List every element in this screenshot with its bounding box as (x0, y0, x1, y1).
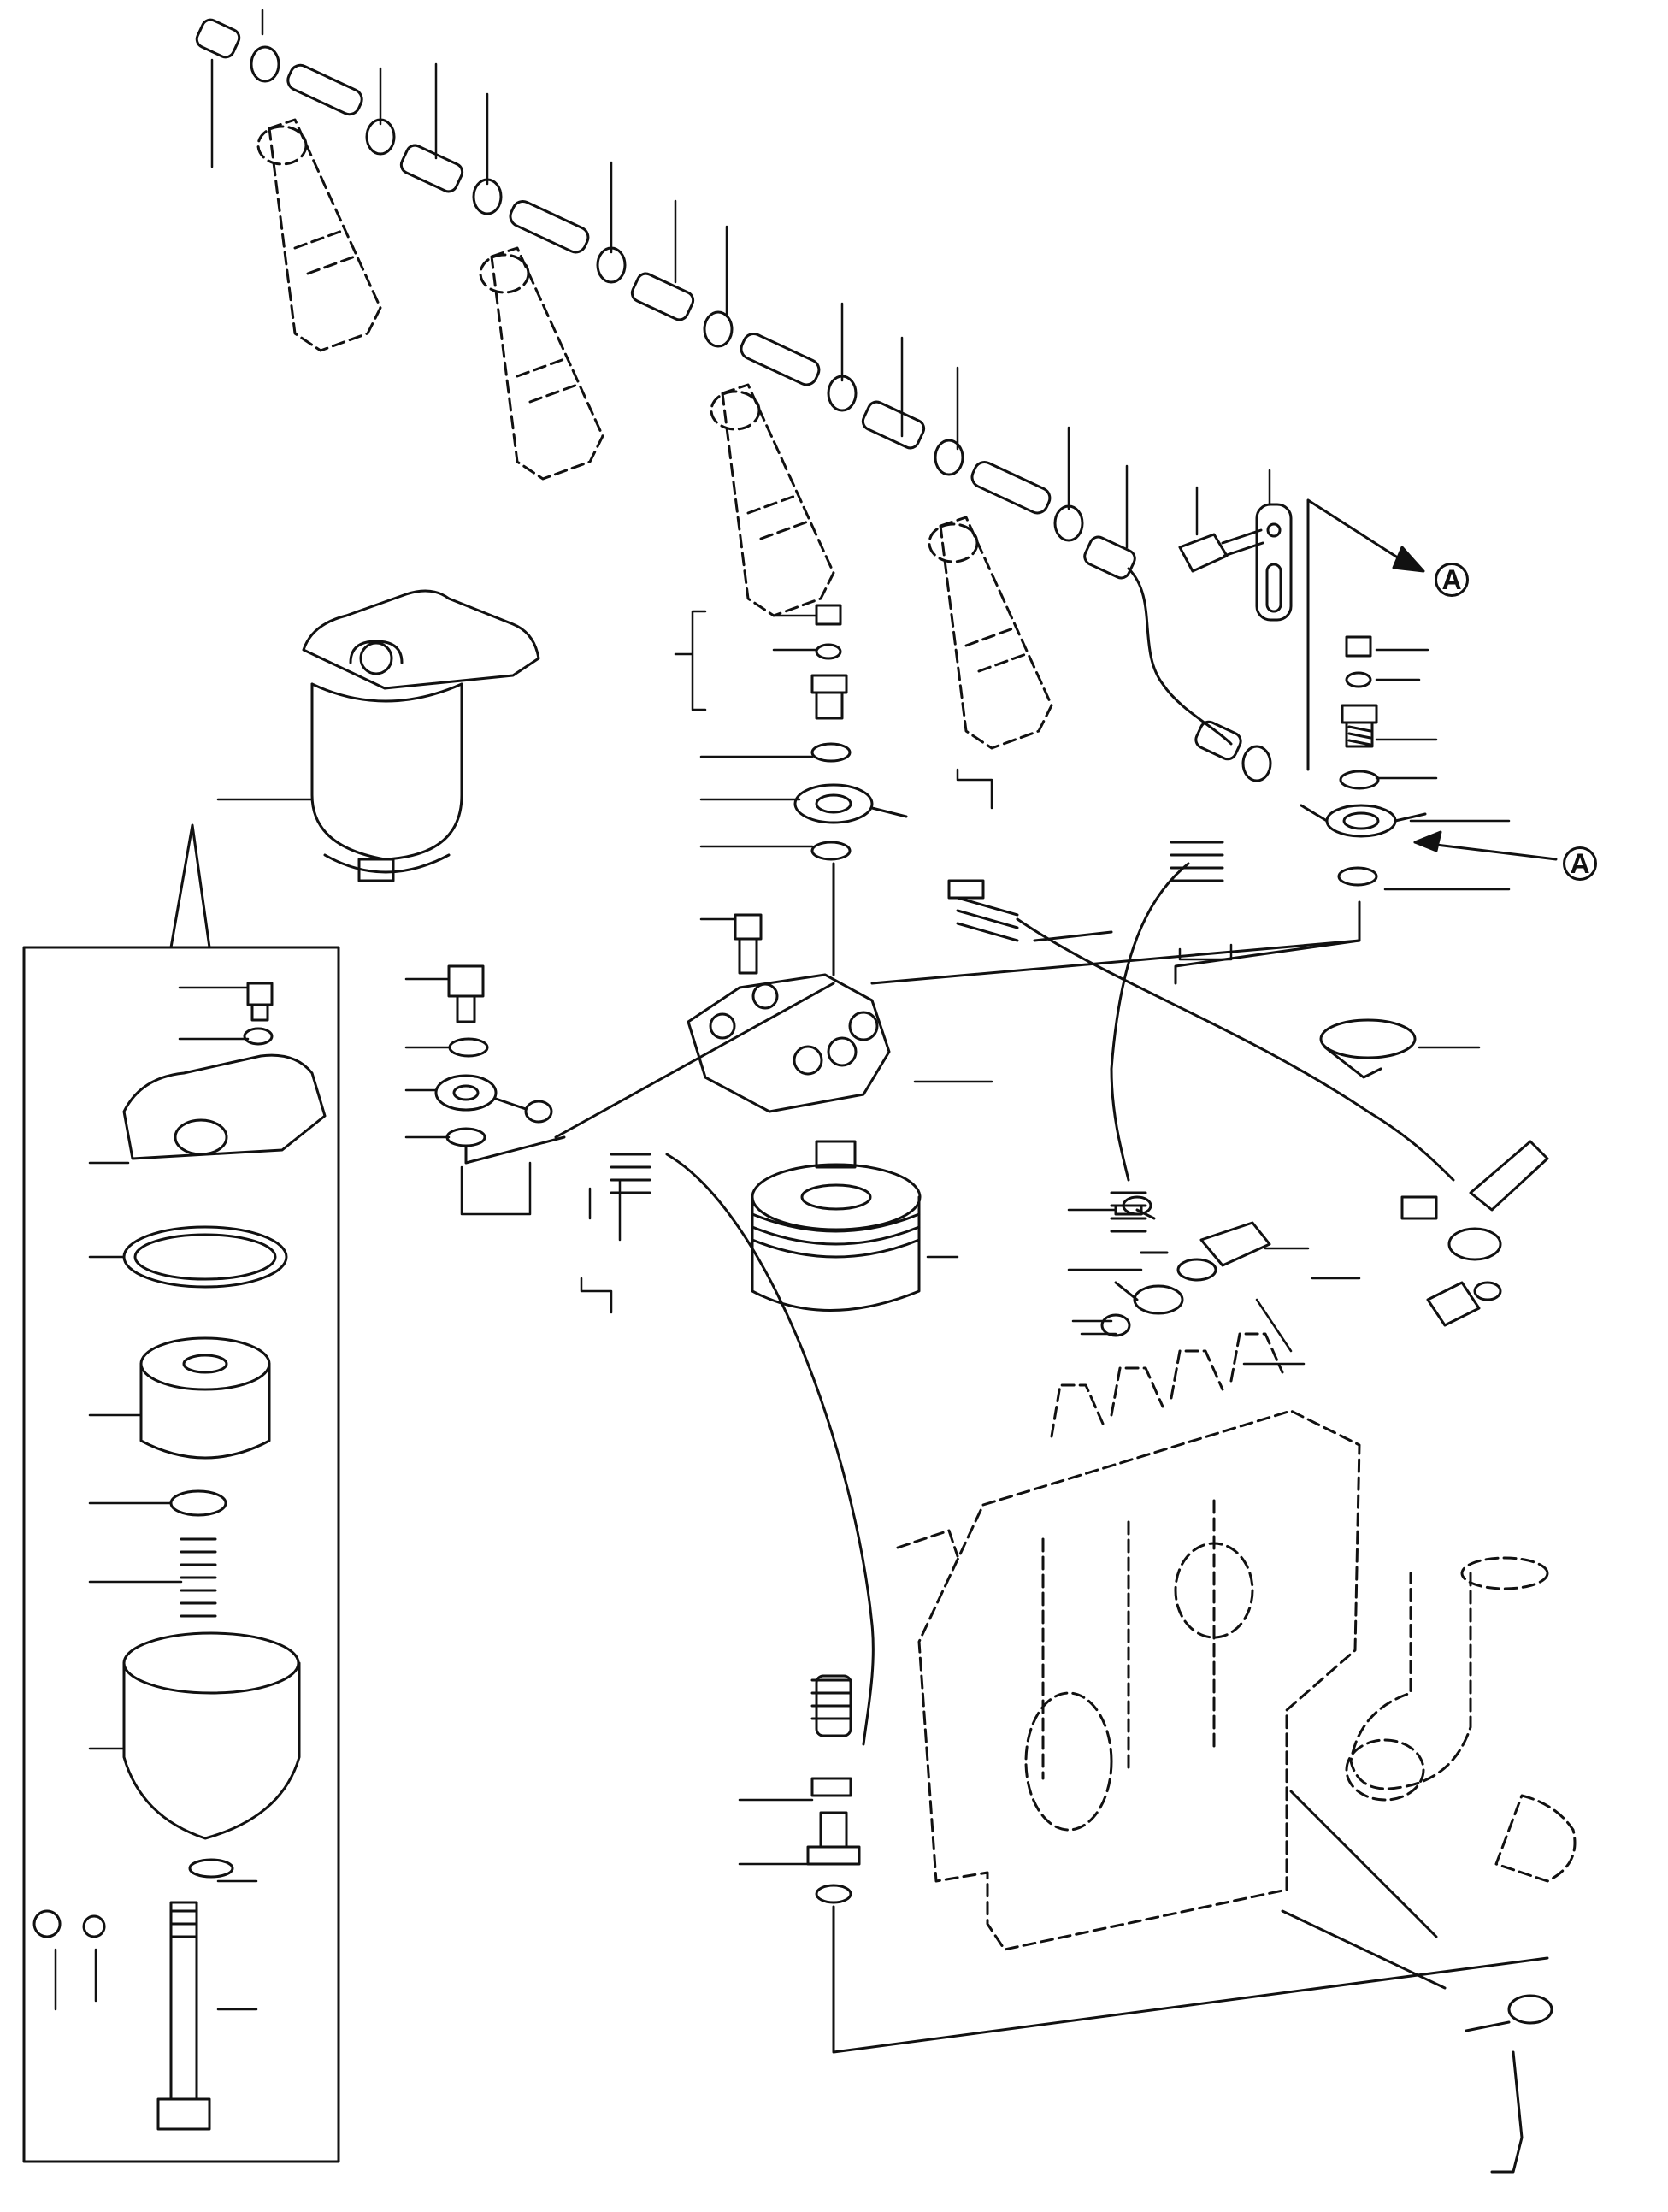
injector-1 (256, 118, 382, 352)
spin-on-filter (751, 1163, 922, 1312)
inlet-banjo-stack (434, 964, 566, 1165)
inset-filter-head (122, 1053, 327, 1160)
leak-off-pipe (970, 460, 1052, 515)
leader-lines (54, 9, 1511, 2011)
injectors (256, 118, 1053, 750)
leak-off-pipe (740, 332, 821, 386)
feed-hose-1 (947, 879, 985, 900)
leak-off-pipe (509, 199, 590, 254)
inset-filter-element (139, 1362, 271, 1460)
filter-head-center (687, 973, 891, 1169)
filter-inset-box (22, 823, 340, 2163)
hose-clamp (934, 439, 964, 476)
inset-center-bolt (156, 1901, 211, 2131)
inset-seal-washer (169, 1489, 227, 1517)
injector-2 (479, 246, 604, 481)
hose-clamp (1053, 504, 1084, 542)
hose-clamp (1241, 745, 1272, 782)
filter-head-bolt (734, 913, 763, 975)
banjo-union-right (1300, 635, 1558, 887)
priming-pump (1349, 1556, 1577, 1883)
connector-line (1174, 900, 1361, 985)
return-line (1127, 567, 1233, 746)
corrugated-hose (810, 1678, 852, 1720)
end-cap (195, 18, 241, 59)
mounting-bracket (1255, 503, 1293, 622)
hose-clamp (703, 310, 734, 348)
inset-spring (180, 1537, 217, 1618)
bottom-fittings (806, 1674, 1549, 2054)
injector-4 (928, 516, 1053, 750)
leak-off-pipe-chain (195, 18, 1272, 782)
corrugated-hose (1170, 841, 1224, 882)
corrugated-hose (956, 896, 1019, 942)
connecting-hose (861, 400, 926, 450)
injection-pump (896, 1332, 1425, 1951)
fuel-line (1110, 862, 1190, 1182)
connector-line (554, 982, 835, 1139)
inset-filter-components (32, 982, 327, 2131)
corrugated-hose (610, 1153, 651, 1194)
reference-arrow-head (1413, 830, 1442, 852)
mounting-bolt (1178, 528, 1264, 573)
end-hose (1083, 535, 1136, 580)
inset-bolt (246, 982, 274, 1022)
inset-head-port (174, 1118, 228, 1156)
fuel-line (665, 1153, 875, 1746)
hose-clamp (250, 45, 280, 83)
inset-washer (243, 1027, 274, 1046)
cable-tie (1319, 1018, 1417, 1079)
fuel-lines (554, 841, 1455, 1746)
connector-line (1033, 930, 1113, 942)
connecting-hose (630, 272, 695, 321)
pump-fittings (1100, 1140, 1549, 1337)
callout-a-right: A (1563, 846, 1597, 881)
end-hose (1194, 720, 1242, 761)
inset-bowl (122, 1661, 301, 1840)
upper-banjo-stack (793, 604, 908, 976)
injector-3 (710, 383, 835, 617)
connector-line (870, 939, 1361, 985)
inset-drain-plug (32, 1909, 106, 1938)
callout-a-top: A (1435, 563, 1469, 597)
fuel-filter-assembly (302, 589, 540, 882)
reference-arrow-head (1392, 546, 1425, 573)
connecting-hose (399, 144, 464, 193)
leak-off-pipe (286, 63, 363, 116)
priming-pump-fittings (1465, 1994, 1553, 2174)
